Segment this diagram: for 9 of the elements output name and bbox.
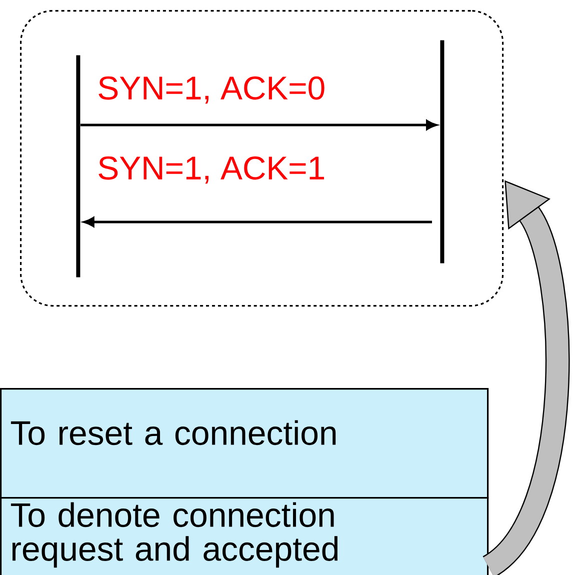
table-row: To denote connection request and accepted [0,497,489,575]
timeline-bar [440,40,444,264]
edge-label: SYN=1, ACK=0 [98,76,324,104]
table-row: To reset a connection [0,388,489,499]
edge-label: SYN=1, ACK=1 [98,156,324,184]
timeline-bar [76,55,80,278]
arrow [84,217,432,227]
arrow [80,120,437,130]
dashed-frame [20,10,504,307]
